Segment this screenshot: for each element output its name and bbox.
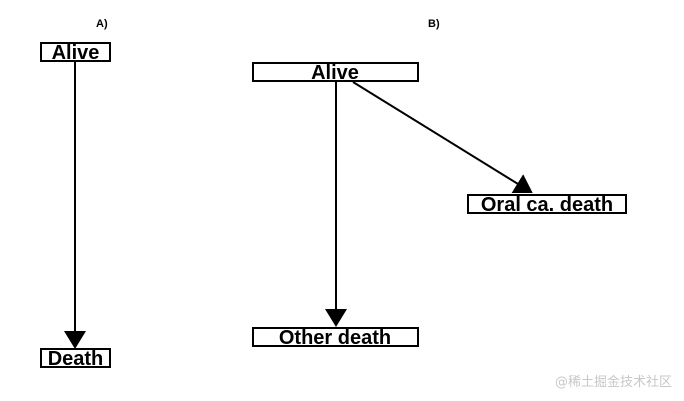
panel-a: A) Alive Death <box>40 18 111 370</box>
panel-a-death-state: Death <box>40 348 111 370</box>
panel-a-death-label: Death <box>48 348 104 370</box>
panel-a-death-box <box>40 348 111 368</box>
panel-b-other-death-box <box>252 327 419 347</box>
panel-a-label: A) <box>96 18 108 30</box>
panel-b-other-death-state: Other death <box>252 327 419 349</box>
panel-b-alive-box <box>252 62 419 82</box>
watermark-text: @稀土掘金技术社区 <box>554 375 672 390</box>
panel-b-other-death-label: Other death <box>279 327 391 349</box>
panel-b-alive-to-oral-death-arrow <box>352 81 533 194</box>
panel-b-oral-death-state: Oral ca. death <box>467 194 627 216</box>
panel-b-alive-label: Alive <box>311 62 359 84</box>
panel-a-alive-state: Alive <box>40 42 111 64</box>
panel-b-label: B) <box>428 18 440 30</box>
panel-b-oral-death-box <box>467 194 627 214</box>
panel-a-alive-label: Alive <box>52 42 100 64</box>
panel-b-alive-state: Alive <box>252 62 419 84</box>
panel-b: B) Alive Oral ca. death Other death <box>252 18 627 349</box>
panel-b-oral-death-label: Oral ca. death <box>481 194 613 216</box>
